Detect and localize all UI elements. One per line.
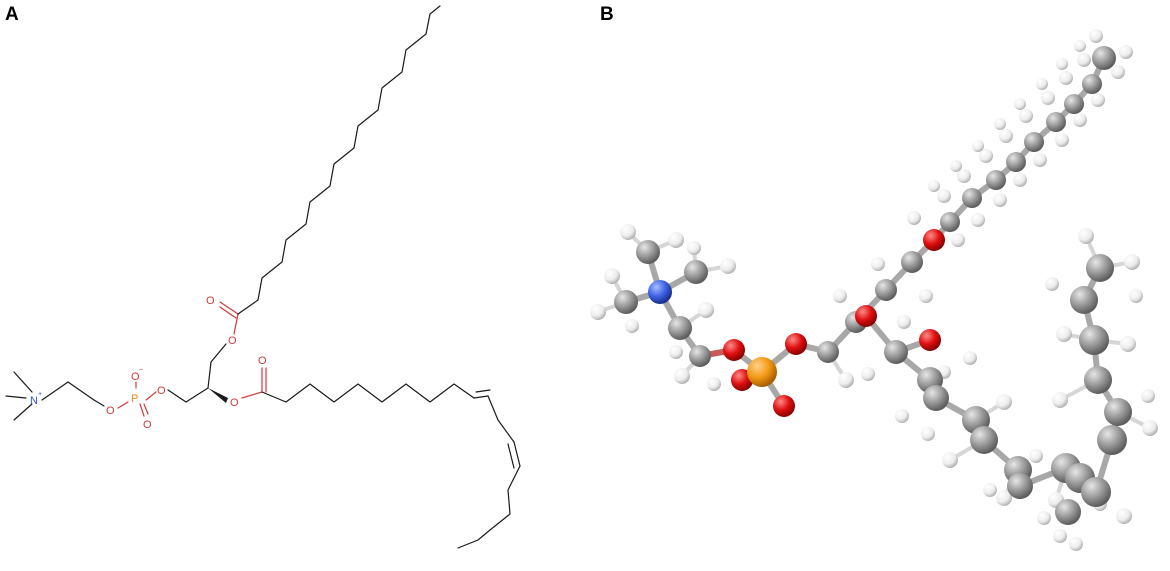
phosphate-double-oxygen-label: O <box>143 419 152 431</box>
phosphate-anion-oxygen-label: O <box>131 371 140 383</box>
skeletal-structure <box>5 5 521 549</box>
glycerol-phosphate-oxygen-label: O <box>157 385 166 397</box>
trimethylammonium-group <box>5 371 105 421</box>
sn1-palmitoyl-chain <box>219 5 441 335</box>
sn2-ester-oxygen-label: O <box>230 397 239 409</box>
phosphorus-label: P <box>131 393 138 405</box>
panel-label-a: A <box>5 4 19 25</box>
nitrogen-label: N <box>30 395 38 407</box>
sn2-carbonyl-oxygen-label: O <box>258 355 267 367</box>
choline-oxygen-label: O <box>106 405 115 417</box>
phosphate-charge-label: − <box>139 367 143 374</box>
sn1-ester-oxygen-label: O <box>228 335 237 347</box>
phosphate-linkage <box>117 381 187 417</box>
sn1-carbonyl-oxygen-label: O <box>206 295 215 307</box>
carbon-atoms <box>614 46 1132 525</box>
phosphorus-atom <box>747 357 777 387</box>
hydrogen-atoms <box>590 29 1158 551</box>
ball-and-stick-model <box>590 29 1158 551</box>
nitrogen-charge-label: + <box>38 391 42 398</box>
nitrogen-atom <box>648 280 672 304</box>
sn2-linoleoyl-chain <box>241 367 521 549</box>
glycerol-backbone <box>185 343 228 403</box>
atom-labels: N + O P O − O O O O O O <box>30 295 267 431</box>
oxygen-atoms <box>723 229 945 417</box>
panel-label-b: B <box>600 4 614 25</box>
